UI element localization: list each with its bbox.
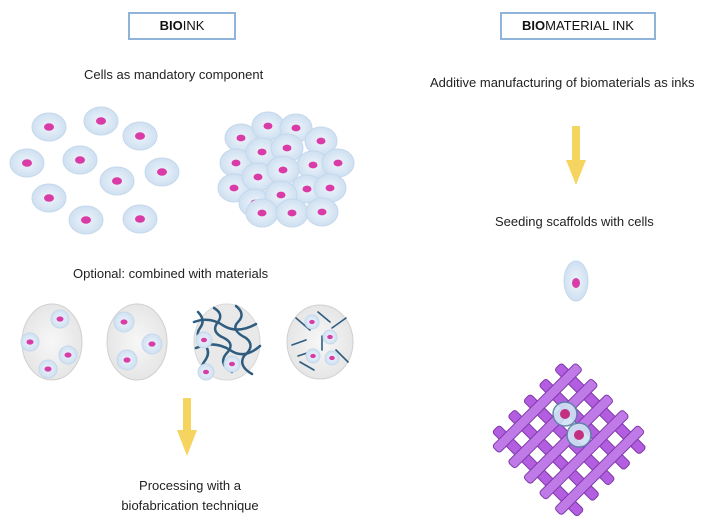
- biomaterial-ink-header: BIOMATERIAL INK: [500, 12, 656, 40]
- cell-nucleus: [236, 134, 246, 142]
- cell-nucleus: [203, 369, 209, 375]
- arrow-down-icon: [566, 126, 586, 185]
- cell-nucleus: [308, 161, 318, 169]
- cell-nucleus: [64, 352, 72, 358]
- fiber: [234, 304, 254, 376]
- cell-nucleus: [123, 357, 131, 363]
- cell-nucleus: [56, 316, 64, 322]
- cell-nucleus: [148, 341, 156, 347]
- scaffold-lattice: [492, 363, 646, 517]
- cell-nucleus: [291, 124, 301, 132]
- combo-cells-fibers: [195, 331, 241, 381]
- seeding-scaffolds-label: Seeding scaffolds with cells: [495, 214, 654, 229]
- cell-nucleus: [282, 144, 292, 152]
- cell-nucleus: [96, 117, 106, 125]
- cell-nucleus: [112, 177, 122, 185]
- cell-nucleus: [135, 132, 145, 140]
- additive-manufacturing-label: Additive manufacturing of biomaterials a…: [430, 75, 695, 90]
- short-fiber: [331, 317, 347, 329]
- cell-nucleus: [44, 194, 54, 202]
- bioink-header-rest: INK: [182, 18, 205, 33]
- cell-nucleus: [229, 361, 235, 367]
- combo-short-fibers: [286, 304, 354, 380]
- cell-nucleus: [81, 216, 91, 224]
- cell-nucleus: [327, 334, 333, 340]
- short-fiber: [299, 361, 315, 371]
- cell-nucleus: [22, 159, 32, 167]
- bioink-header-bold: BIO: [159, 18, 183, 33]
- short-fiber: [335, 349, 349, 363]
- cell-nucleus: [329, 355, 335, 361]
- cell-nucleus: [26, 339, 34, 345]
- fiber: [212, 306, 234, 374]
- cell-nucleus: [276, 191, 286, 199]
- combo-cells-sparse: [113, 311, 163, 371]
- cell-nucleus: [257, 148, 267, 156]
- cell-nucleus: [302, 185, 312, 193]
- processing-label-line2: biofabrication technique: [121, 498, 259, 513]
- cell-cluster: [217, 111, 355, 228]
- cell-nucleus: [157, 168, 167, 176]
- combo-cells-short-fibers: [304, 314, 340, 366]
- cell-nucleus: [309, 319, 315, 325]
- cells-mandatory-label: Cells as mandatory component: [84, 67, 264, 82]
- cell-nucleus: [263, 122, 273, 130]
- cell-nucleus: [135, 215, 145, 223]
- single-cell: [563, 260, 589, 302]
- cell-nucleus: [253, 173, 263, 181]
- cell-nucleus: [287, 209, 297, 217]
- fiber: [192, 318, 258, 331]
- short-fiber: [317, 311, 331, 323]
- cell-nucleus: [44, 123, 54, 131]
- processing-label-line1: Processing with a: [139, 478, 241, 493]
- cell-nucleus: [316, 137, 326, 145]
- short-fiber: [291, 339, 307, 346]
- optional-materials-label: Optional: combined with materials: [73, 266, 269, 281]
- cell-nucleus: [231, 159, 241, 167]
- cell-nucleus: [325, 184, 335, 192]
- cell-nucleus: [310, 353, 316, 359]
- cell-nucleus: [257, 209, 267, 217]
- scattered-cells: [9, 106, 180, 235]
- cell-nucleus: [278, 166, 288, 174]
- cell-nucleus: [44, 366, 52, 372]
- combo-cells-in-gel: [20, 309, 78, 379]
- seeded-cells: [552, 401, 592, 448]
- cell-nucleus: [75, 156, 85, 164]
- arrow-down-icon: [177, 398, 197, 456]
- biomaterial-header-bold: BIO: [522, 18, 546, 33]
- cell-nucleus: [333, 159, 343, 167]
- bioink-header: BIOINK: [128, 12, 236, 40]
- cell-nucleus: [120, 319, 128, 325]
- biomaterial-header-rest: MATERIAL INK: [545, 18, 634, 33]
- cell-nucleus: [317, 208, 327, 216]
- cell-nucleus: [201, 337, 207, 343]
- cell-nucleus: [229, 184, 239, 192]
